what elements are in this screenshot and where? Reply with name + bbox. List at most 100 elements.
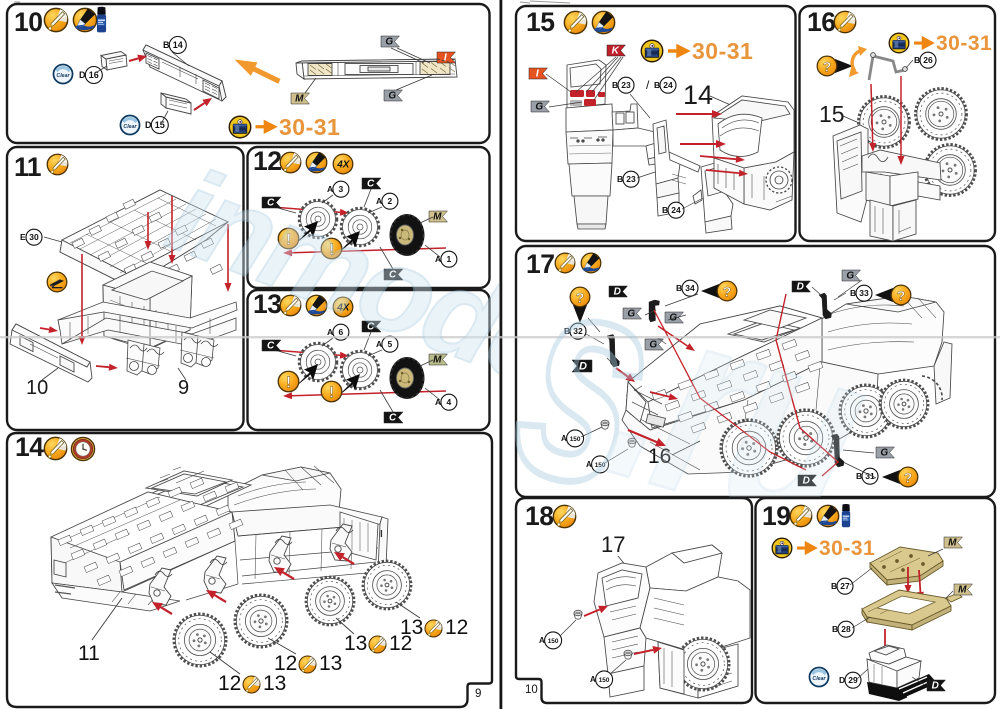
svg-text:M: M [958,584,967,595]
svg-text:5: 5 [388,339,393,349]
svg-text:G: G [880,447,888,458]
svg-text:12: 12 [253,146,281,176]
svg-text:B: B [914,55,920,65]
svg-text:B: B [850,288,856,298]
svg-text:18: 18 [525,501,553,531]
svg-text:B: B [617,174,623,184]
svg-text:15: 15 [526,7,554,37]
svg-text:G: G [627,308,635,319]
svg-text:26: 26 [923,55,933,65]
svg-text:12: 12 [274,652,297,675]
svg-text:B: B [654,80,660,90]
svg-text:D: D [932,680,939,691]
svg-text:12: 12 [445,616,468,639]
svg-text:33: 33 [859,288,869,298]
svg-text:A: A [590,675,596,684]
svg-text:I: I [380,529,383,540]
svg-text:B: B [662,205,668,215]
svg-text:24: 24 [671,205,681,215]
svg-text:A: A [435,397,441,407]
svg-text:13: 13 [400,616,423,639]
svg-text:A: A [327,184,333,194]
svg-text:G: G [649,339,657,350]
svg-text:9: 9 [475,688,481,700]
svg-text:1: 1 [447,254,452,264]
svg-text:G: G [388,90,396,101]
svg-text:K: K [612,45,620,56]
svg-text:I: I [444,52,447,63]
svg-text:D: D [797,281,804,292]
svg-text:10: 10 [525,684,538,696]
svg-text:14: 14 [683,80,713,110]
svg-text:B: B [612,80,618,90]
svg-text:C: C [389,412,397,423]
svg-text:A: A [376,339,382,349]
svg-text:C: C [267,340,275,351]
svg-text:D: D [614,286,621,297]
svg-text:G: G [669,312,677,323]
svg-text:19: 19 [762,501,790,531]
svg-text:150: 150 [599,677,610,684]
svg-text:D: D [145,120,152,130]
svg-text:15: 15 [155,120,165,130]
svg-text:30-31: 30-31 [936,32,992,55]
svg-text:10: 10 [26,377,48,399]
svg-text:150: 150 [548,638,559,645]
svg-text:24: 24 [663,80,673,90]
svg-text:A: A [586,460,592,469]
svg-text:B: B [676,283,682,293]
svg-text:9: 9 [178,377,189,399]
svg-text:G: G [535,101,543,112]
svg-text:D: D [803,475,810,486]
svg-text:16: 16 [89,70,99,80]
svg-text:34: 34 [685,283,695,293]
svg-text:C: C [389,269,397,280]
svg-text:27: 27 [840,581,850,591]
svg-text:A: A [376,196,382,206]
svg-text:32: 32 [573,326,583,336]
svg-text:31: 31 [865,471,875,481]
svg-text:16: 16 [648,445,671,468]
svg-text:15: 15 [819,101,845,127]
svg-text:14: 14 [173,40,183,50]
svg-text:30-31: 30-31 [819,537,875,560]
svg-text:6: 6 [339,327,344,337]
svg-text:17: 17 [526,249,554,279]
svg-text:23: 23 [626,174,636,184]
svg-text:11: 11 [78,642,100,665]
svg-text:4: 4 [447,397,452,407]
svg-text:A: A [327,327,333,337]
svg-text:M: M [295,93,304,104]
svg-text:M: M [433,354,442,365]
svg-text:14: 14 [15,432,44,462]
svg-text:E: E [20,232,26,242]
svg-text:A: A [539,636,545,645]
svg-text:B: B [163,40,170,50]
svg-text:D: D [839,675,845,685]
svg-text:30-31: 30-31 [279,114,340,140]
svg-text:3: 3 [339,184,344,194]
svg-text:B: B [856,471,862,481]
svg-text:/: / [646,78,650,92]
svg-text:B: B [831,581,837,591]
svg-text:M: M [433,211,442,222]
svg-text:13: 13 [263,672,286,695]
svg-text:13: 13 [253,289,281,319]
svg-text:17: 17 [601,532,625,557]
svg-text:30: 30 [29,232,39,242]
svg-text:28: 28 [841,624,851,634]
svg-text:30-31: 30-31 [692,38,753,64]
svg-text:C: C [367,178,375,189]
svg-text:G: G [385,36,393,47]
svg-text:150: 150 [570,436,581,443]
svg-text:12: 12 [218,672,241,695]
svg-text:B: B [564,326,570,336]
svg-text:D: D [79,70,86,80]
svg-text:A: A [435,254,441,264]
svg-text:2: 2 [388,196,393,206]
svg-text:D: D [579,360,587,372]
svg-text:29: 29 [848,675,858,685]
svg-text:16: 16 [807,7,835,37]
svg-text:23: 23 [621,80,631,90]
svg-text:I: I [536,68,539,79]
